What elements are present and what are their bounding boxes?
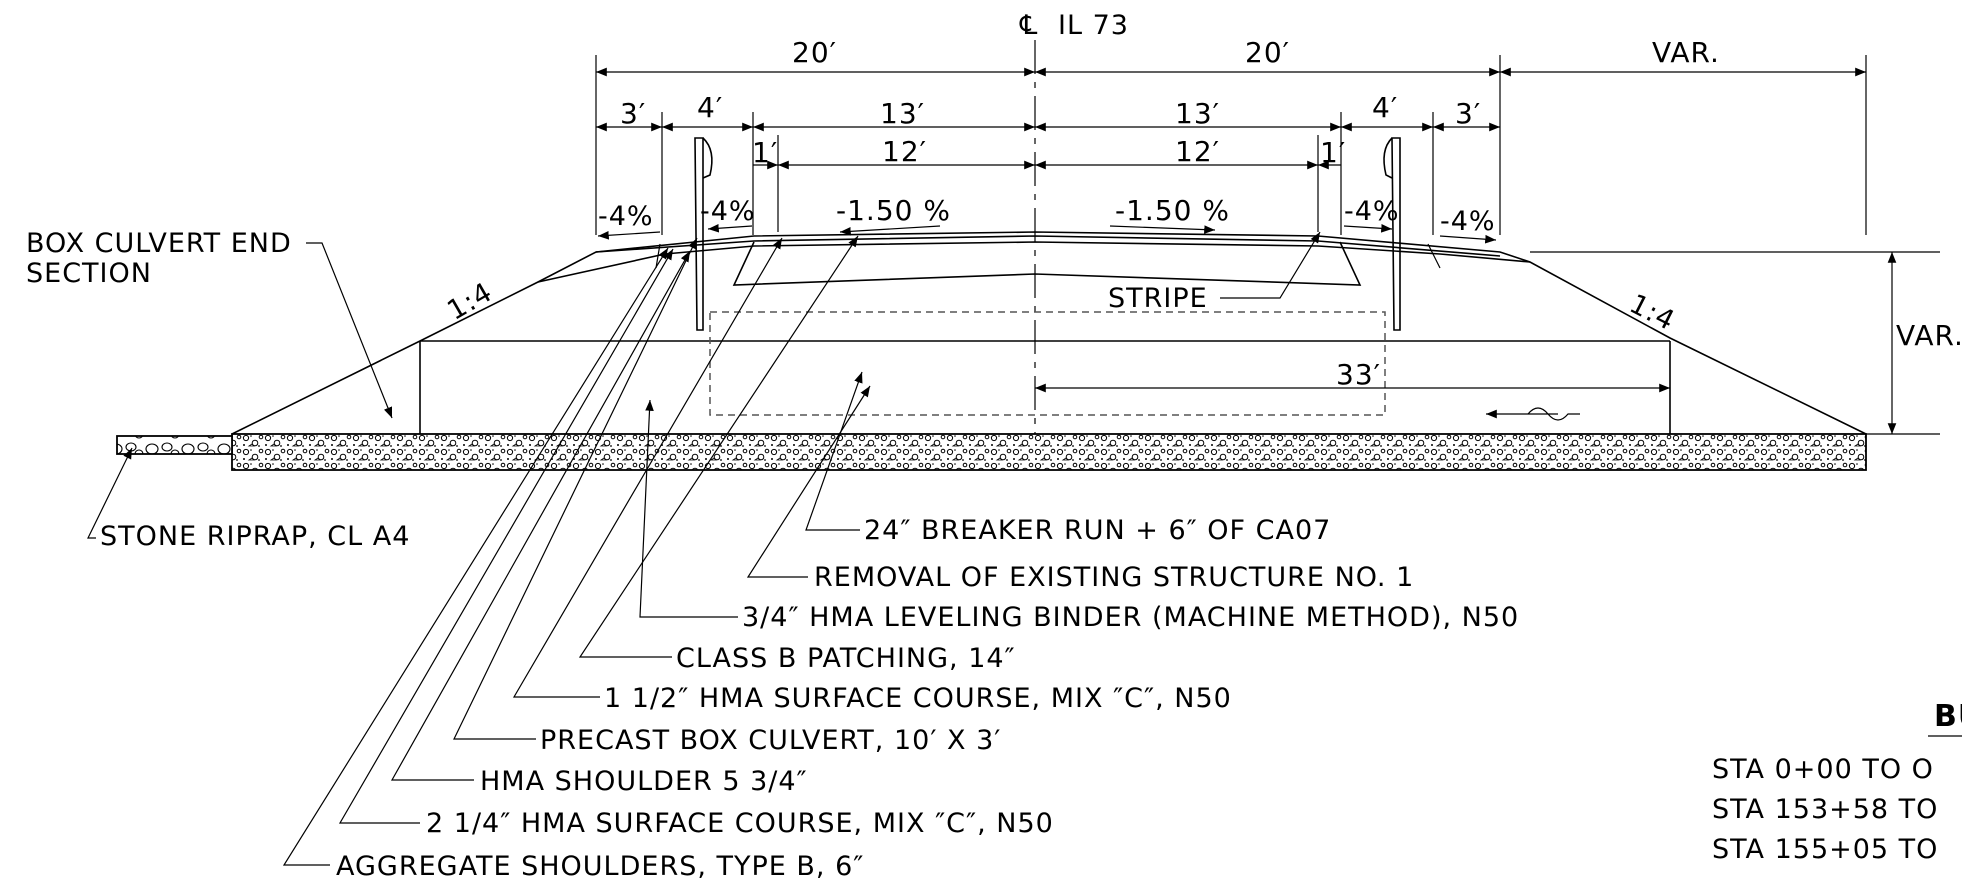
box-culvert-end-label-1: BOX CULVERT END: [26, 228, 292, 259]
slope-left-side: 1:4: [442, 277, 498, 327]
embankment-outline: [231, 231, 1867, 435]
table-row-3: STA 155+05 TO: [1712, 834, 1938, 865]
slope-right-inner: -4%: [1344, 196, 1400, 227]
dim-left-3: 3′: [620, 97, 646, 130]
slope-right-outer: -4%: [1440, 206, 1496, 237]
left-barrier: [694, 137, 704, 331]
table-title-fragment: BU: [1934, 699, 1962, 734]
callout-aggregate-shoulders: AGGREGATE SHOULDERS, TYPE B, 6″: [336, 851, 864, 882]
dim-height-var: VAR.: [1896, 319, 1962, 352]
flow-arrow-icon: [1527, 407, 1580, 421]
dim-right-12: 12′: [1175, 135, 1220, 168]
callout-breaker-run: 24″ BREAKER RUN + 6″ OF CA07: [864, 515, 1331, 546]
aggregate-base: [231, 433, 1867, 471]
dim-left-4: 4′: [697, 91, 723, 124]
callout-hma-shoulder: HMA SHOULDER 5 3/4″: [480, 766, 808, 797]
dim-right-var: VAR.: [1652, 36, 1720, 69]
centerline-label: IL 73: [1058, 10, 1129, 41]
slope-right-side: 1:4: [1624, 288, 1679, 337]
callout-surface-course-1-1-2: 1 1/2″ HMA SURFACE COURSE, MIX ″C″, N50: [604, 683, 1232, 714]
callout-precast-box-culvert: PRECAST BOX CULVERT, 10′ X 3′: [540, 725, 1001, 756]
dim-right-3: 3′: [1455, 97, 1481, 130]
dim-left-1: 1′: [752, 136, 778, 169]
centerline-symbol: ℄: [1019, 10, 1038, 41]
callout-surface-course-2-1-4: 2 1/4″ HMA SURFACE COURSE, MIX ″C″, N50: [426, 808, 1054, 839]
slope-left-outer: -4%: [598, 201, 654, 232]
callout-leveling-binder: 3/4″ HMA LEVELING BINDER (MACHINE METHOD…: [742, 602, 1519, 633]
callout-removal-structure: REMOVAL OF EXISTING STRUCTURE NO. 1: [814, 562, 1414, 593]
table-row-1: STA 0+00 TO O: [1712, 754, 1934, 785]
slope-right-lane: -1.50 %: [1115, 194, 1230, 227]
dim-right-20: 20′: [1245, 36, 1290, 69]
slope-left-inner: -4%: [700, 196, 756, 227]
existing-structure-outline: [709, 311, 1386, 416]
dim-33: 33′: [1336, 358, 1381, 391]
box-culvert-end-label-2: SECTION: [26, 258, 152, 289]
dim-right-1: 1′: [1320, 136, 1346, 169]
stone-riprap-label: STONE RIPRAP, CL A4: [100, 521, 410, 552]
table-row-2: STA 153+58 TO: [1712, 794, 1938, 825]
dim-right-4: 4′: [1372, 91, 1398, 124]
stone-riprap: [116, 435, 233, 455]
dim-left-20: 20′: [792, 36, 837, 69]
patching-area: [732, 241, 1362, 286]
dim-right-13: 13′: [1175, 97, 1220, 130]
slope-left-lane: -1.50 %: [836, 194, 951, 227]
dim-left-13: 13′: [880, 97, 925, 130]
callout-class-b-patching: CLASS B PATCHING, 14″: [676, 643, 1016, 674]
right-barrier: [1391, 137, 1401, 331]
stripe-label: STRIPE: [1108, 283, 1208, 314]
dim-left-12: 12′: [882, 135, 927, 168]
